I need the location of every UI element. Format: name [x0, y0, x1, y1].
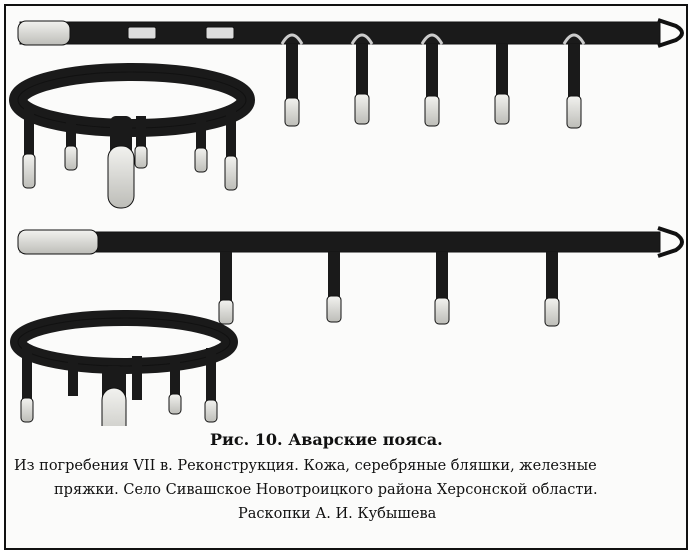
illustration: [9, 18, 684, 426]
belt-1-straight: [17, 18, 684, 129]
belt-2-ring: [9, 63, 255, 209]
caption-line-3: Раскопки А. И. Кубышева: [238, 506, 437, 522]
caption-line-2: пряжки. Село Сивашское Новотроицкого рай…: [54, 482, 598, 498]
belt-4-ring: [10, 310, 238, 426]
caption-line-1: Из погребения VII в. Реконструкция. Кожа…: [14, 458, 597, 474]
belt-3-straight: [17, 226, 684, 327]
figure-title: Рис. 10. Аварские пояса.: [210, 430, 443, 449]
belt-3-pendants: [218, 252, 560, 327]
belt-1-pendants: [280, 33, 586, 129]
